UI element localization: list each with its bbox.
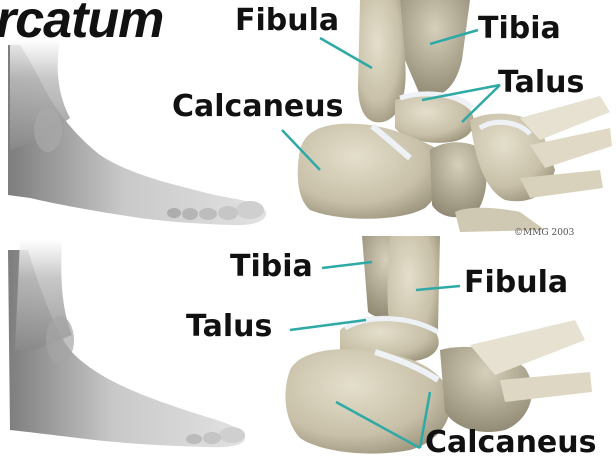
label-talus-top: Talus bbox=[498, 68, 584, 98]
label-fibula-top: Fibula bbox=[235, 6, 339, 36]
page-title: rcatum bbox=[0, 0, 163, 46]
label-tibia-top: Tibia bbox=[478, 14, 561, 44]
label-talus-bottom: Talus bbox=[186, 312, 272, 342]
label-calcaneus-bottom: Calcaneus bbox=[425, 428, 597, 458]
ankle-bones-top bbox=[298, 0, 612, 232]
label-calcaneus-top: Calcaneus bbox=[172, 92, 344, 122]
label-fibula-bottom: Fibula bbox=[464, 268, 568, 298]
foot-skin-top bbox=[8, 40, 266, 225]
copyright-credit: ©MMG 2003 bbox=[514, 228, 574, 238]
label-tibia-bottom: Tibia bbox=[230, 252, 313, 282]
